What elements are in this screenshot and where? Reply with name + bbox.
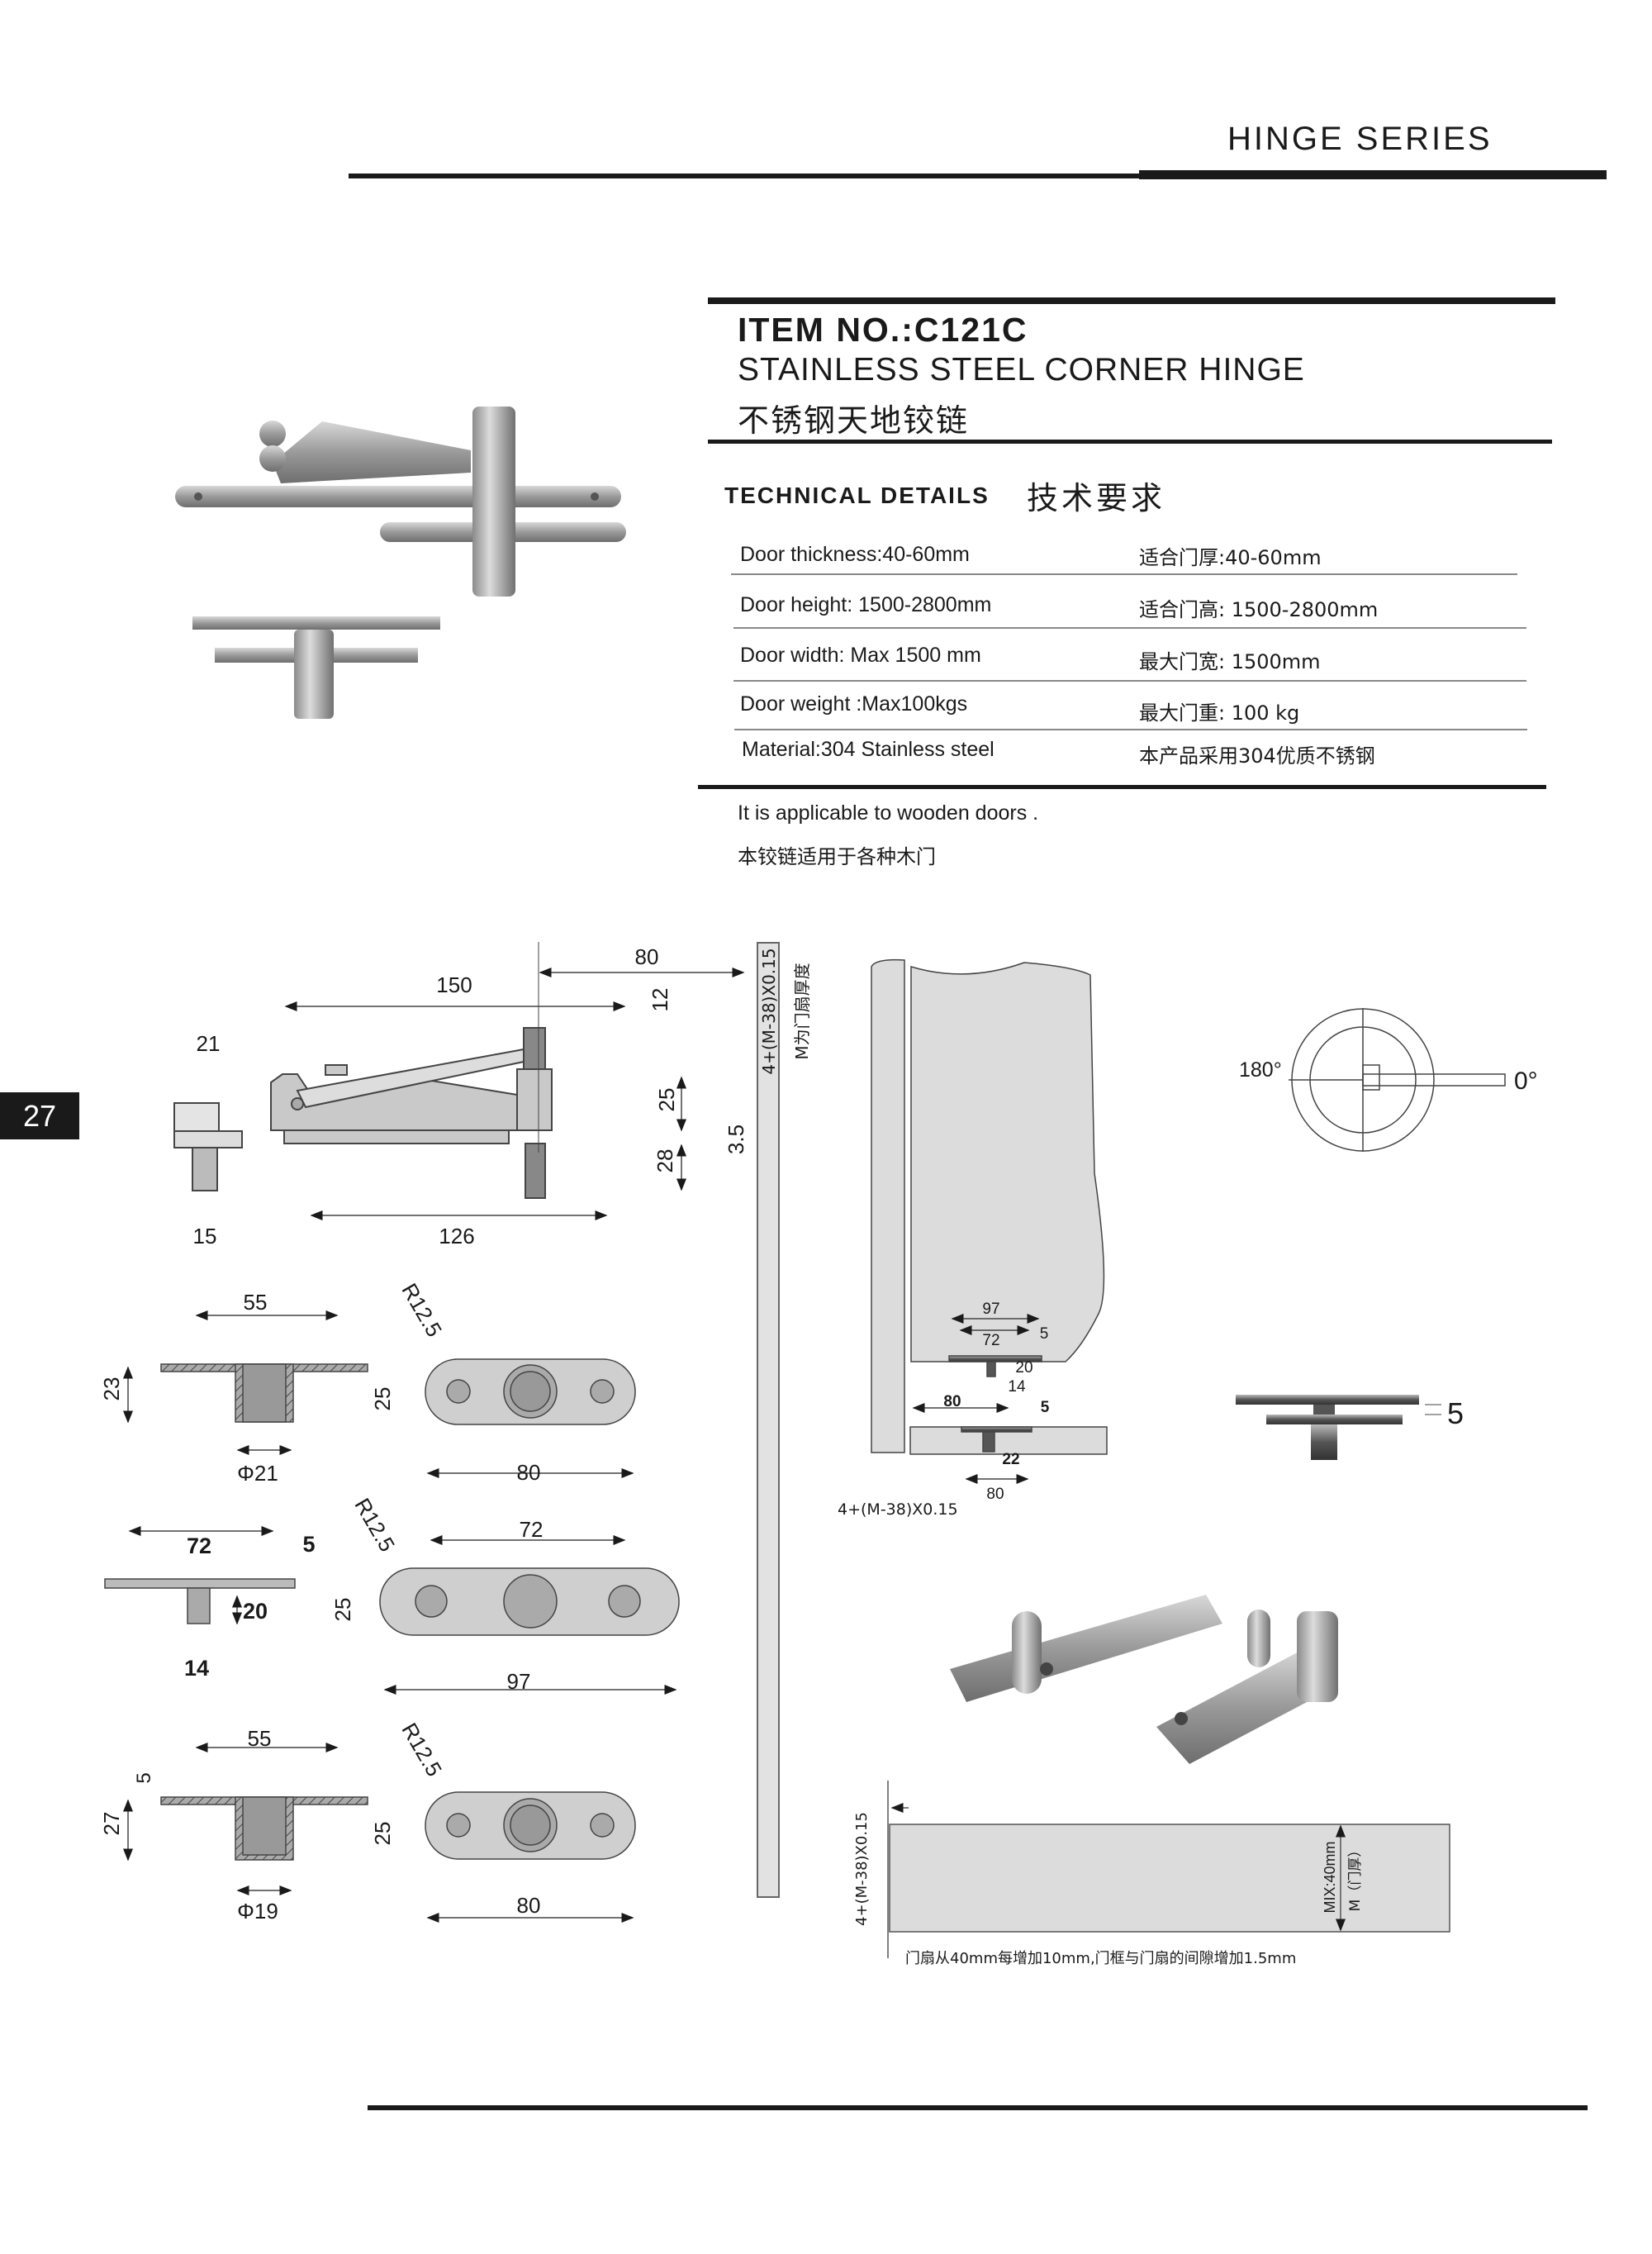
dim-label: 72: [520, 1517, 544, 1542]
hinge-photo-top: [175, 407, 626, 597]
spec-en: Door width: Max 1500 mm: [740, 644, 981, 667]
spec-en: Door height: 1500-2800mm: [740, 593, 992, 616]
gap-strip: [757, 942, 780, 1898]
dim-label: 5: [133, 1772, 155, 1783]
dim-label: 72: [982, 1332, 999, 1349]
gap-formula-label: 4+(M-38)X0.15: [853, 1812, 871, 1926]
header-rule: [349, 174, 1142, 178]
dim-label: 126: [439, 1224, 474, 1248]
dim-label: 25: [370, 1387, 395, 1411]
dim-label: 23: [99, 1377, 124, 1401]
plate-top-view-3: [425, 1791, 636, 1923]
dim-label: 12: [648, 988, 672, 1012]
dim-label: 15: [193, 1224, 217, 1248]
plate-section-drawing-1: [123, 1310, 368, 1455]
series-title: HINGE SERIES: [1227, 121, 1493, 157]
row-divider: [734, 729, 1527, 730]
application-note-en: It is applicable to wooden doors .: [738, 801, 1039, 825]
radius-label: R12.5: [396, 1719, 447, 1781]
dim-label: 72: [187, 1534, 211, 1558]
dim-label: 5: [1040, 1325, 1049, 1343]
spec-cn: 最大门重: 100 kg: [1139, 701, 1300, 725]
dim-label: Φ21: [237, 1461, 278, 1486]
application-note-cn: 本铰链适用于各种木门: [738, 845, 936, 868]
technical-details-title: TECHNICAL DETAILS: [724, 483, 990, 508]
thickness-caption: 门扇从40mm每增加10mm,门框与门扇的间隙增加1.5mm: [905, 1950, 1296, 1967]
m-note-label: M为门扇厚度: [792, 963, 812, 1059]
dim-label: 97: [982, 1301, 999, 1318]
dim-label: 3.5: [724, 1125, 748, 1154]
spec-bottom-rule: [698, 785, 1546, 789]
dim-label: 25: [330, 1598, 355, 1622]
rotation-angle-diagram: [1289, 1008, 1506, 1152]
dim-label: 22: [1002, 1451, 1019, 1468]
dim-label: 55: [248, 1726, 272, 1751]
row-divider: [731, 573, 1517, 575]
spec-cn: 适合门高: 1500-2800mm: [1139, 598, 1379, 621]
dim-label: 5: [302, 1532, 315, 1557]
stacked-plates-drawing: [1236, 1395, 1441, 1460]
dim-label: 28: [653, 1149, 677, 1173]
technical-details-title-cn: 技术要求: [1027, 480, 1166, 516]
plate-top-view-1: [425, 1358, 636, 1478]
header-rule-thick: [1139, 170, 1607, 179]
radius-label: R12.5: [396, 1279, 447, 1341]
item-bottom-rule: [708, 440, 1552, 444]
item-number: ITEM NO.:C121C: [738, 311, 1028, 349]
door-thickness-drawing: [887, 1781, 1450, 1958]
spec-en: Door weight :Max100kgs: [740, 692, 968, 716]
side-elevation-drawing: [173, 942, 745, 1220]
product-name-en: STAINLESS STEEL CORNER HINGE: [738, 352, 1305, 388]
door-installation-drawing: [871, 958, 1108, 1484]
min-thickness-label: MIX:40mm: [1322, 1841, 1338, 1913]
dim-label: 14: [1008, 1378, 1026, 1396]
door-thickness-label: M（门厚）: [1347, 1843, 1364, 1912]
plate-section-drawing-2: [104, 1526, 296, 1625]
page-number: 27: [0, 1092, 79, 1139]
dim-label: 20: [243, 1599, 268, 1624]
angle-0-label: 0°: [1514, 1068, 1538, 1095]
dim-label: 55: [244, 1290, 268, 1315]
dim-label: 80: [517, 1893, 541, 1918]
plate-section-drawing-3: [123, 1743, 368, 1895]
dim-label: 80: [986, 1486, 1004, 1503]
dim-label: 150: [436, 972, 472, 997]
dim-label: 97: [507, 1669, 531, 1694]
dim-label: 80: [943, 1393, 961, 1410]
footer-rule: [368, 2105, 1588, 2110]
dim-label: Φ19: [237, 1899, 278, 1924]
hinge-photo-bottom: [192, 616, 440, 719]
dim-label: 80: [635, 944, 659, 969]
item-top-rule: [708, 297, 1555, 304]
plate-top-view-2: [379, 1535, 680, 1695]
dim-label: 27: [99, 1812, 124, 1836]
spec-cn: 最大门宽: 1500mm: [1139, 650, 1321, 673]
gap-formula-label: 4+(M-38)X0.15: [759, 948, 779, 1074]
dim-label: 20: [1015, 1359, 1032, 1377]
radius-label: R12.5: [349, 1494, 400, 1556]
spec-en: Material:304 Stainless steel: [742, 738, 995, 761]
hinge-parts-photo: [950, 1595, 1338, 1764]
dim-label: 80: [517, 1460, 541, 1485]
angle-180-label: 180°: [1239, 1058, 1282, 1082]
row-divider: [733, 680, 1526, 682]
gap-formula-label: 4+(M-38)X0.15: [838, 1500, 958, 1519]
dim-label: 5: [1447, 1396, 1464, 1430]
spec-en: Door thickness:40-60mm: [740, 543, 970, 566]
spec-cn: 本产品采用304优质不锈钢: [1139, 744, 1375, 768]
row-divider: [733, 627, 1526, 629]
dim-label: 21: [197, 1031, 221, 1056]
product-name-cn: 不锈钢天地铰链: [738, 402, 970, 439]
spec-cn: 适合门厚:40-60mm: [1139, 546, 1322, 569]
dim-label: 25: [370, 1822, 395, 1846]
dim-label: 5: [1041, 1399, 1050, 1416]
dim-label: 14: [184, 1656, 209, 1681]
dim-label: 25: [654, 1088, 679, 1112]
